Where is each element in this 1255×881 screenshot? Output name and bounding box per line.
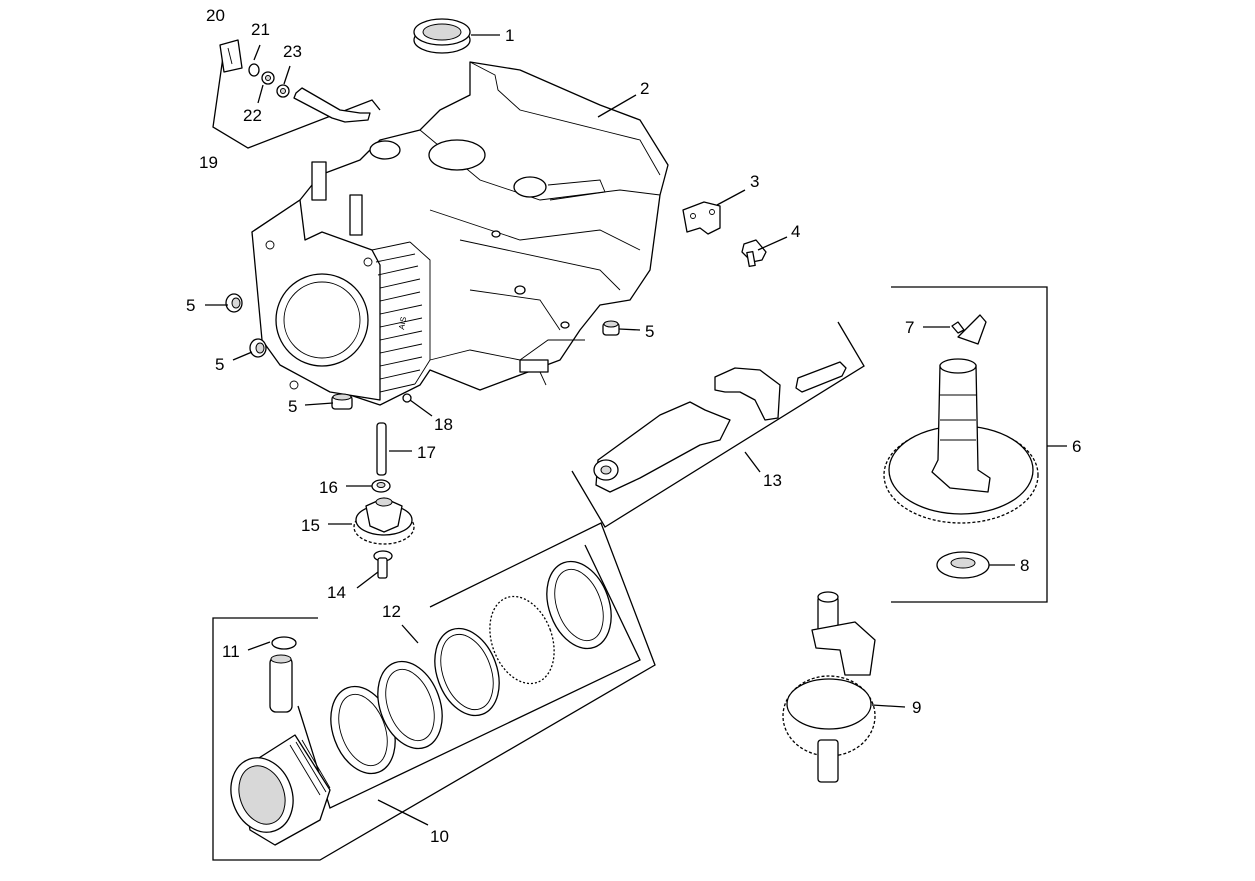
callout-20: 20 [206, 6, 225, 25]
callout-17: 17 [417, 443, 436, 462]
callout-2: 2 [640, 79, 649, 98]
callout-22: 22 [243, 106, 262, 125]
connecting-rod-part [593, 361, 847, 493]
callout-16: 16 [319, 478, 338, 497]
callout-5c: 5 [288, 397, 297, 416]
callout-13: 13 [763, 471, 782, 490]
breather-group-bracket [212, 49, 381, 149]
crankcase: AIS [251, 61, 669, 406]
callout-labels: 1 2 3 4 5 5 5 5 5 6 7 8 9 10 11 12 13 14… [186, 6, 1081, 846]
callout-19: 19 [199, 153, 218, 172]
callout-11: 11 [222, 642, 240, 661]
piston-rings-part [330, 560, 612, 775]
callout-23: 23 [283, 42, 302, 61]
leader-lines [205, 34, 1015, 826]
small-pin-part [402, 393, 412, 403]
camshaft-gear-part [883, 314, 1039, 524]
callout-7: 7 [905, 318, 914, 337]
callout-5d: 5 [645, 322, 654, 341]
bolt-part [741, 239, 767, 268]
breather-parts [219, 39, 371, 123]
governor-shaft-part [376, 422, 387, 476]
camshaft-group-bracket [891, 286, 1048, 603]
crankshaft-part [782, 591, 876, 783]
callout-3: 3 [750, 172, 759, 191]
piston-part [230, 734, 331, 846]
conrod-group-bracket [571, 321, 865, 528]
svg-text:AIS: AIS [397, 316, 408, 330]
callout-8: 8 [1020, 556, 1029, 575]
piston-group-bracket [212, 522, 656, 861]
piston-pin-part [269, 636, 297, 713]
callout-1: 1 [505, 26, 514, 45]
washer-16-part [371, 479, 391, 493]
callout-15: 15 [301, 516, 320, 535]
callout-5a: 5 [186, 296, 195, 315]
bracket-part [682, 201, 721, 235]
callout-21: 21 [251, 20, 270, 39]
callout-12: 12 [382, 602, 401, 621]
dowel-bushings [225, 293, 620, 410]
oil-seal-part [413, 18, 471, 54]
callout-5b: 5 [215, 355, 224, 374]
callout-18: 18 [434, 415, 453, 434]
callout-4: 4 [791, 222, 800, 241]
governor-gear-part [353, 497, 415, 545]
washer-8-part [936, 551, 990, 579]
woodruff-key-part [951, 321, 965, 334]
callout-9: 9 [912, 698, 921, 717]
rings-group-bracket [297, 544, 641, 809]
callout-6: 6 [1072, 437, 1081, 456]
callout-14: 14 [327, 583, 346, 602]
gear-bolt-part [373, 550, 393, 579]
callout-10: 10 [430, 827, 449, 846]
